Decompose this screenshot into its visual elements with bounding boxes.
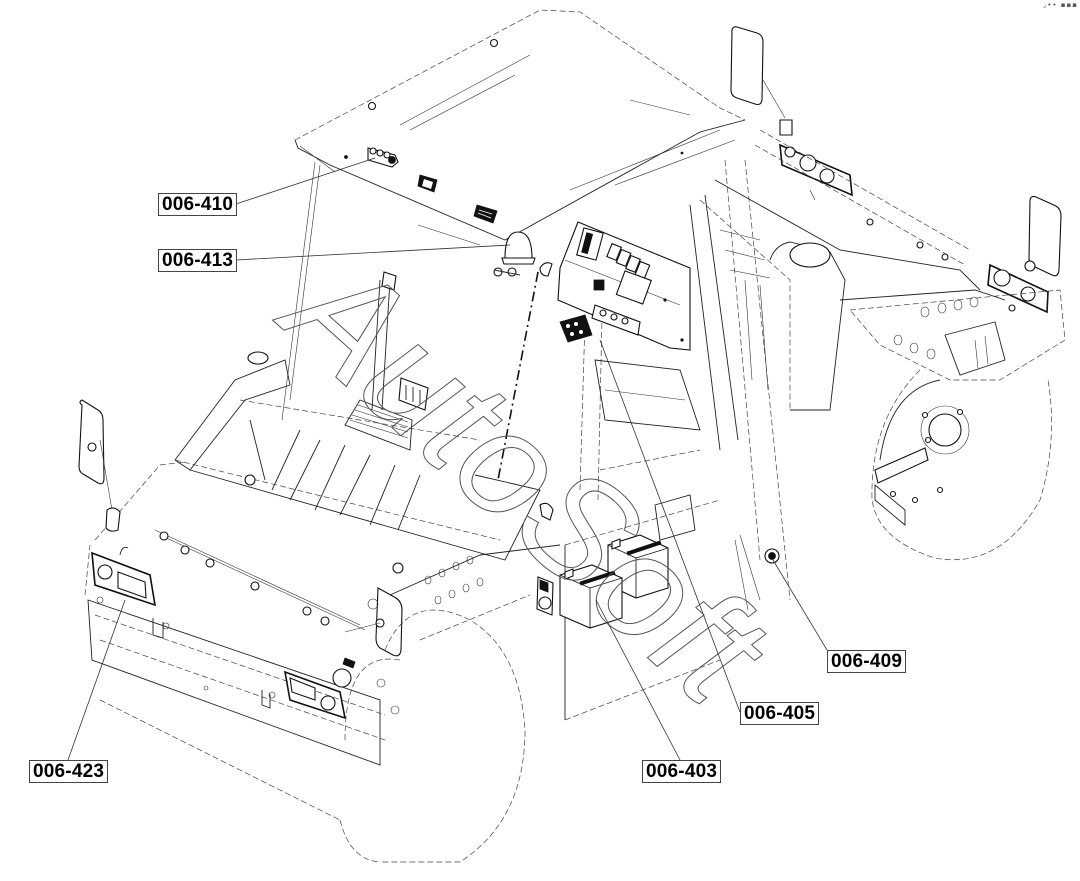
batteries xyxy=(559,534,669,629)
dash-switch xyxy=(398,377,429,411)
rear-frame xyxy=(849,289,1066,381)
small-connector xyxy=(539,502,554,521)
center-mirror xyxy=(344,587,403,657)
cab-roof xyxy=(294,9,746,246)
expand-icon[interactable]: ⌟•• ▪▪▪ xyxy=(1043,1,1078,9)
front-hood xyxy=(174,351,541,574)
leader-006-405 xyxy=(599,339,741,713)
callout-006-410[interactable]: 006-410 xyxy=(158,193,238,216)
roof-switch-cluster xyxy=(367,147,399,168)
callout-006-403[interactable]: 006-403 xyxy=(642,760,722,783)
battery-disconnect xyxy=(536,576,554,616)
leader-lines xyxy=(67,157,828,761)
beacon-lamp xyxy=(493,231,553,277)
reference-chain-line xyxy=(497,271,539,481)
front-left-light xyxy=(91,546,157,607)
roof-vent xyxy=(473,204,498,224)
rear-roller-drum xyxy=(871,369,1052,561)
front-roller-drum xyxy=(99,598,526,863)
callout-006-423[interactable]: 006-423 xyxy=(29,760,109,783)
rear-light-upper xyxy=(779,143,853,201)
leader-006-410 xyxy=(235,157,376,205)
left-mirror xyxy=(78,399,121,532)
top-right-mirror xyxy=(730,26,793,136)
rear-wiring-harness xyxy=(754,129,971,266)
watermark-text: AutoSoft xyxy=(251,219,801,738)
rear-harness-connector xyxy=(734,534,780,611)
front-right-light xyxy=(283,657,356,720)
leader-006-403 xyxy=(595,599,681,761)
roof-switch-small xyxy=(417,174,438,193)
right-side-mirror xyxy=(1024,195,1062,277)
rear-engine-hood xyxy=(699,179,1006,411)
articulation-frame xyxy=(389,544,561,641)
rear-light-right xyxy=(987,263,1049,314)
front-wiring-harness xyxy=(154,529,366,631)
callout-006-405[interactable]: 006-405 xyxy=(740,702,820,725)
leader-006-413 xyxy=(235,244,511,261)
leader-006-423 xyxy=(67,599,126,761)
front-frame xyxy=(84,461,386,766)
callout-006-409[interactable]: 006-409 xyxy=(827,650,907,673)
electrical-control-panel xyxy=(557,221,691,351)
autosoft-watermark: AutoSoft xyxy=(250,218,801,738)
leader-006-409 xyxy=(772,559,828,651)
callout-006-413[interactable]: 006-413 xyxy=(158,249,238,272)
steering-console xyxy=(344,271,413,451)
